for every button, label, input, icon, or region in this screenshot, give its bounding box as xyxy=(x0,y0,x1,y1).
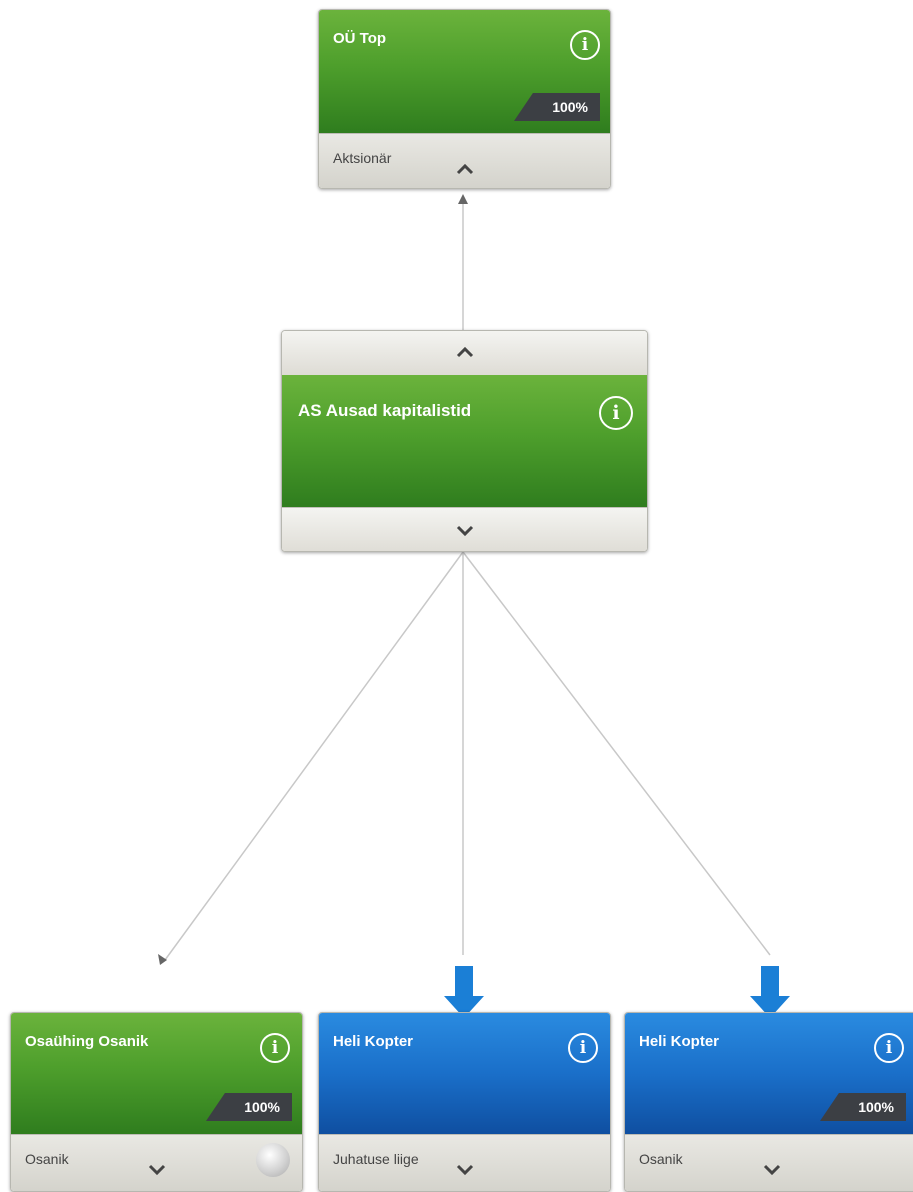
node-title: Heli Kopter xyxy=(333,1033,414,1050)
percent-badge: 100% xyxy=(820,1093,906,1121)
info-icon[interactable]: i xyxy=(599,396,633,430)
blue-arrow-child2-icon xyxy=(444,966,484,1018)
expand-down-bar[interactable] xyxy=(282,507,647,551)
percent-badge: 100% xyxy=(514,93,600,121)
node-child-juhatuse[interactable]: Heli Kopter i Juhatuse liige xyxy=(318,1012,611,1192)
node-role: Aktsionär xyxy=(333,150,392,166)
info-icon[interactable]: i xyxy=(568,1033,598,1063)
chevron-down-icon[interactable] xyxy=(147,1163,167,1177)
chevron-down-icon[interactable] xyxy=(455,524,475,538)
arrowhead-down-left-icon xyxy=(158,954,167,965)
node-title: OÜ Top xyxy=(333,30,387,47)
node-center[interactable]: AS Ausad kapitalistid i xyxy=(281,330,648,552)
node-child-osanik[interactable]: Osaühing Osanik i 100% Osanik xyxy=(10,1012,303,1192)
chevron-up-icon[interactable] xyxy=(455,162,475,176)
node-role: Osanik xyxy=(639,1151,683,1167)
chevron-up-icon[interactable] xyxy=(455,345,475,359)
percent-badge: 100% xyxy=(206,1093,292,1121)
node-role: Osanik xyxy=(25,1151,69,1167)
blue-arrow-child3-icon xyxy=(750,966,790,1018)
expand-up-bar[interactable] xyxy=(282,331,647,376)
info-icon[interactable]: i xyxy=(260,1033,290,1063)
chevron-down-icon[interactable] xyxy=(762,1163,782,1177)
node-role: Juhatuse liige xyxy=(333,1151,419,1167)
info-icon[interactable]: i xyxy=(570,30,600,60)
edge-center-to-child3 xyxy=(462,551,771,956)
node-child-osanik-2[interactable]: Heli Kopter i 100% Osanik xyxy=(624,1012,913,1192)
arrowhead-up-icon xyxy=(458,194,468,204)
node-title: Osaühing Osanik xyxy=(25,1033,149,1050)
avatar-placeholder xyxy=(256,1143,290,1177)
node-title: Heli Kopter xyxy=(639,1033,720,1050)
chevron-down-icon[interactable] xyxy=(455,1163,475,1177)
edge-center-to-child1 xyxy=(164,551,464,961)
node-top[interactable]: OÜ Top i 100% Aktsionär xyxy=(318,9,611,189)
node-title: AS Ausad kapitalistid xyxy=(298,401,472,420)
info-icon[interactable]: i xyxy=(874,1033,904,1063)
